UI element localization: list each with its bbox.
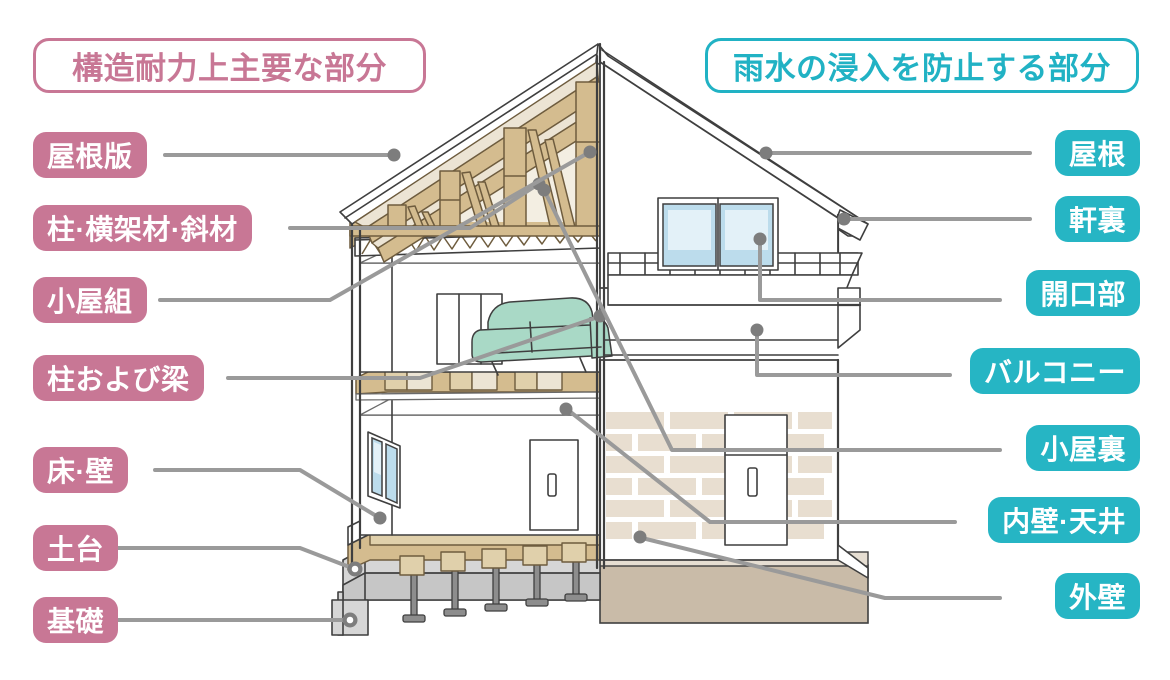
label-attic-text: 小屋裏 — [1040, 434, 1126, 465]
label-eave-soffit-text: 軒裏 — [1068, 205, 1126, 236]
entrance-door — [724, 414, 788, 546]
header-badge-structural: 構造耐力上主要な部分 — [33, 38, 426, 93]
sofa — [471, 297, 613, 376]
label-eave-soffit[interactable]: 軒裏 — [1054, 196, 1140, 242]
label-sill[interactable]: 土台 — [33, 525, 119, 571]
label-roof-panel[interactable]: 屋根版 — [33, 132, 147, 178]
label-roof-panel-text: 屋根版 — [47, 141, 133, 172]
floor-support-posts — [402, 552, 588, 623]
label-column-beam-brace[interactable]: 柱·横架材·斜材 — [33, 205, 252, 251]
label-balcony-text: バルコニー — [984, 357, 1126, 388]
balcony — [607, 252, 863, 306]
label-inner-wall-ceiling[interactable]: 内壁·天井 — [988, 497, 1140, 543]
header-badge-structural-label: 構造耐力上主要な部分 — [72, 51, 387, 86]
label-column-and-girder[interactable]: 柱および梁 — [33, 355, 204, 401]
label-balcony[interactable]: バルコニー — [970, 348, 1140, 394]
label-roof-truss-text: 小屋組 — [47, 286, 133, 317]
label-roof-text: 屋根 — [1068, 139, 1126, 170]
interior-door — [529, 439, 579, 531]
label-attic[interactable]: 小屋裏 — [1026, 425, 1140, 471]
label-inner-wall-ceiling-text: 内壁·天井 — [1002, 506, 1126, 537]
header-badge-rainwater-label: 雨水の浸入を防止する部分 — [733, 51, 1111, 86]
ground-floor-window — [367, 431, 401, 509]
label-foundation-text: 基礎 — [47, 606, 105, 637]
label-outer-wall-text: 外壁 — [1068, 582, 1126, 613]
label-opening[interactable]: 開口部 — [1026, 270, 1140, 316]
label-column-and-girder-text: 柱および梁 — [47, 364, 190, 395]
label-sill-text: 土台 — [47, 534, 105, 565]
label-roof[interactable]: 屋根 — [1054, 130, 1140, 176]
label-outer-wall[interactable]: 外壁 — [1054, 573, 1140, 619]
leader-lines-right — [537, 146, 1032, 600]
label-foundation[interactable]: 基礎 — [33, 597, 119, 643]
leader-lines-left — [113, 145, 607, 628]
label-opening-text: 開口部 — [1040, 279, 1126, 310]
label-roof-truss[interactable]: 小屋組 — [33, 277, 147, 323]
label-column-beam-brace-text: 柱·横架材·斜材 — [47, 214, 238, 245]
header-badge-rainwater: 雨水の浸入を防止する部分 — [705, 38, 1139, 93]
label-floor-wall-text: 床·壁 — [47, 456, 114, 487]
right-facade — [598, 60, 869, 579]
label-floor-wall[interactable]: 床·壁 — [33, 447, 128, 493]
